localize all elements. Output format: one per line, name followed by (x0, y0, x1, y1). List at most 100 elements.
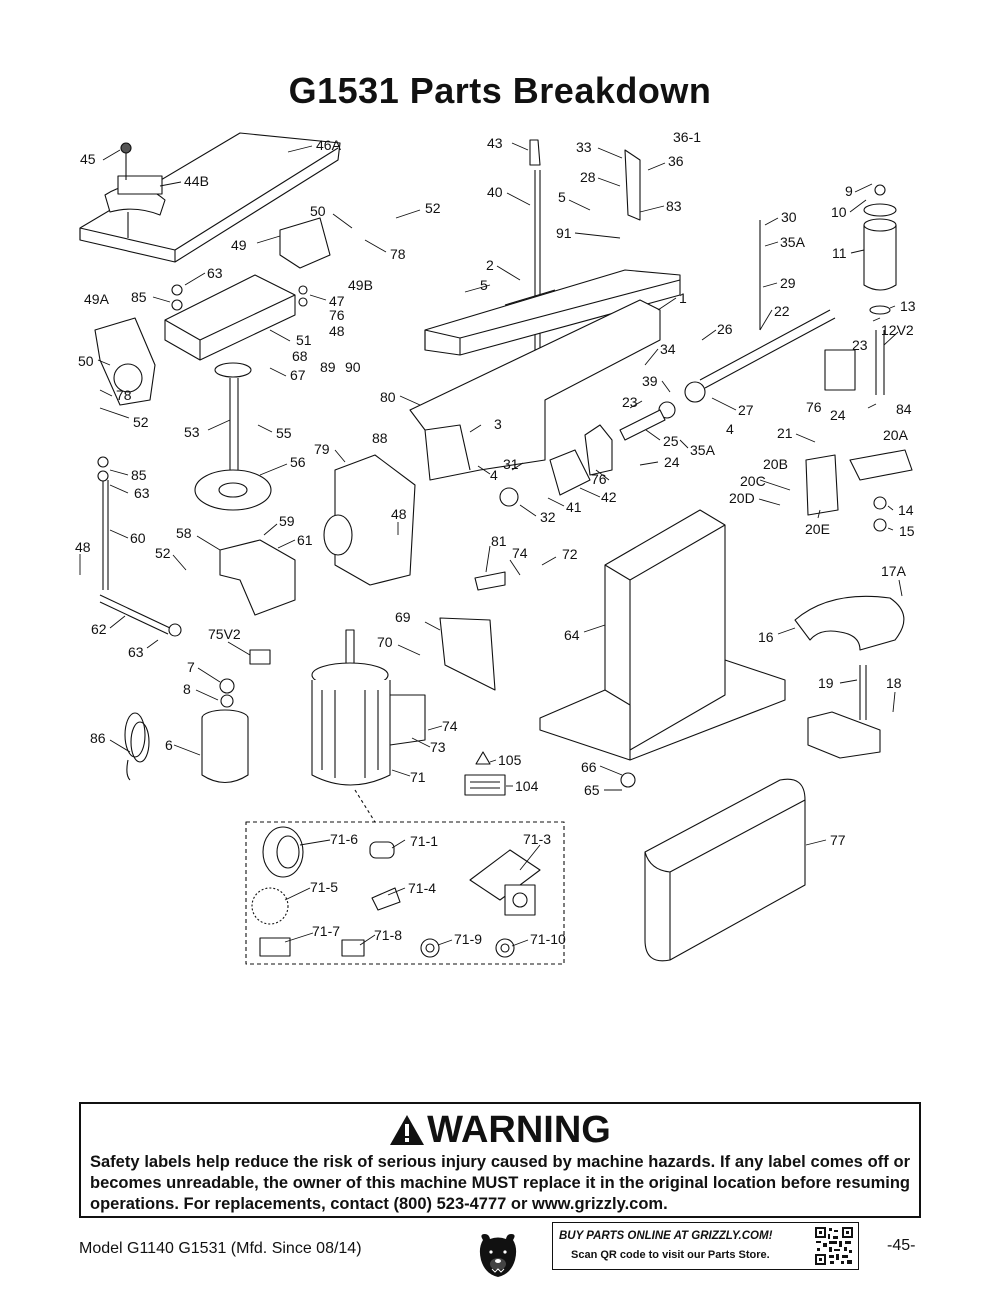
part-callout-80: 80 (380, 389, 396, 405)
part-callout-50b: 50 (78, 353, 94, 369)
part-callout-44b: 44B (184, 173, 209, 189)
part-callout-83: 83 (666, 198, 682, 214)
part-callout-36: 36 (668, 153, 684, 169)
part-callout-10: 10 (831, 204, 847, 220)
part-callout-18: 18 (886, 675, 902, 691)
table-bracket-part (94, 217, 331, 406)
warning-text: Safety labels help reduce the risk of se… (90, 1153, 910, 1213)
part-callout-24a: 24 (830, 407, 846, 423)
part-callout-42: 42 (601, 489, 617, 505)
part-callout-20a: 20A (883, 427, 909, 443)
part-callout-49b: 49B (348, 277, 373, 293)
part-callout-69: 69 (395, 609, 411, 625)
part-callout-70: 70 (377, 634, 393, 650)
part-callout-104: 104 (515, 778, 539, 794)
lower-bracket-part (99, 480, 296, 635)
part-callout-21: 21 (777, 425, 793, 441)
part-callout-35a-1: 35A (780, 234, 806, 250)
part-callout-20b: 20B (763, 456, 788, 472)
part-callout-78b: 78 (116, 387, 132, 403)
part-callout-28: 28 (580, 169, 596, 185)
warning-box: WARNING Safety labels help reduce the ri… (79, 1102, 921, 1218)
part-callout-73: 73 (430, 739, 446, 755)
part-callout-49: 49 (231, 237, 247, 253)
part-callout-19: 19 (818, 675, 834, 691)
part-callout-86: 86 (90, 730, 106, 746)
part-callout-8: 8 (183, 681, 191, 697)
part-callout-20c: 20C (740, 473, 766, 489)
buy-parts-text: BUY PARTS ONLINE AT GRIZZLY.COM! (559, 1230, 773, 1242)
part-callout-91: 91 (556, 225, 572, 241)
shaft-part (699, 309, 856, 391)
part-callout-68: 68 (292, 348, 308, 364)
cabinet-base-part (539, 509, 786, 761)
part-callout-76c: 76 (591, 471, 607, 487)
part-callout-1: 1 (679, 290, 687, 306)
parts-store-box[interactable]: BUY PARTS ONLINE AT GRIZZLY.COM! Scan QR… (552, 1222, 859, 1270)
part-callout-51: 51 (296, 332, 312, 348)
part-callout-23a: 23 (852, 337, 868, 353)
part-callout-31: 31 (503, 456, 519, 472)
warning-heading: WARNING (81, 1108, 919, 1152)
belt-guard-part (644, 778, 806, 962)
part-callout-64: 64 (564, 627, 580, 643)
part-callout-81: 81 (491, 533, 507, 549)
qr-code-icon[interactable] (814, 1226, 854, 1266)
part-callout-53: 53 (184, 424, 200, 440)
part-callout-4b: 4 (490, 467, 498, 483)
part-callout-16: 16 (758, 629, 774, 645)
part-callout-76a: 76 (329, 307, 345, 323)
part-callout-74b: 74 (442, 718, 458, 734)
work-table-part (794, 595, 905, 651)
part-callout-34: 34 (660, 341, 676, 357)
part-callout-24b: 24 (664, 454, 680, 470)
part-callout-76b: 76 (806, 399, 822, 415)
part-callout-41: 41 (566, 499, 582, 515)
motor-detail-parts (251, 826, 541, 958)
part-callout-14: 14 (898, 502, 914, 518)
part-callout-90: 90 (345, 359, 361, 375)
part-callout-71-6: 71-6 (330, 831, 358, 847)
part-callout-46a: 46A (316, 137, 342, 153)
capacitor-part (201, 709, 249, 784)
part-callout-84: 84 (896, 401, 912, 417)
part-callout-52b: 52 (133, 414, 149, 430)
bear-logo-icon (479, 1234, 517, 1277)
part-callout-5a: 5 (558, 189, 566, 205)
part-callout-26: 26 (717, 321, 733, 337)
idler-drum-part (863, 203, 897, 395)
fastener-parts (97, 149, 887, 788)
part-callout-25: 25 (663, 433, 679, 449)
part-callout-78a: 78 (390, 246, 406, 262)
part-callout-48b: 48 (391, 506, 407, 522)
part-callout-60: 60 (130, 530, 146, 546)
part-callout-89: 89 (320, 359, 336, 375)
part-callout-74a: 74 (512, 545, 528, 561)
part-callout-58: 58 (176, 525, 192, 541)
part-callout-85a: 85 (131, 289, 147, 305)
part-callout-48a: 48 (329, 323, 345, 339)
part-callout-23b: 23 (622, 394, 638, 410)
part-callout-47: 47 (329, 293, 345, 309)
main-frame-part (409, 299, 661, 481)
part-callout-79: 79 (314, 441, 330, 457)
upper-arm-part (424, 269, 681, 356)
part-callout-105: 105 (498, 752, 522, 768)
part-callout-20e: 20E (805, 521, 830, 537)
part-callout-3: 3 (494, 416, 502, 432)
part-callout-56: 56 (290, 454, 306, 470)
part-callout-61: 61 (297, 532, 313, 548)
part-callout-71-3: 71-3 (523, 831, 551, 847)
part-callout-71-8: 71-8 (374, 927, 402, 943)
part-callout-71-4: 71-4 (408, 880, 436, 896)
part-callout-66: 66 (581, 759, 597, 775)
part-callout-50a: 50 (310, 203, 326, 219)
page-title: G1531 Parts Breakdown (288, 70, 712, 111)
trunnion-part (164, 274, 296, 361)
tracking-assembly-part (805, 449, 913, 516)
motor-part (311, 629, 426, 786)
part-callout-17a: 17A (881, 563, 907, 579)
power-cord-part (124, 712, 150, 781)
sanding-table-part (79, 132, 341, 263)
part-callout-45: 45 (80, 151, 96, 167)
